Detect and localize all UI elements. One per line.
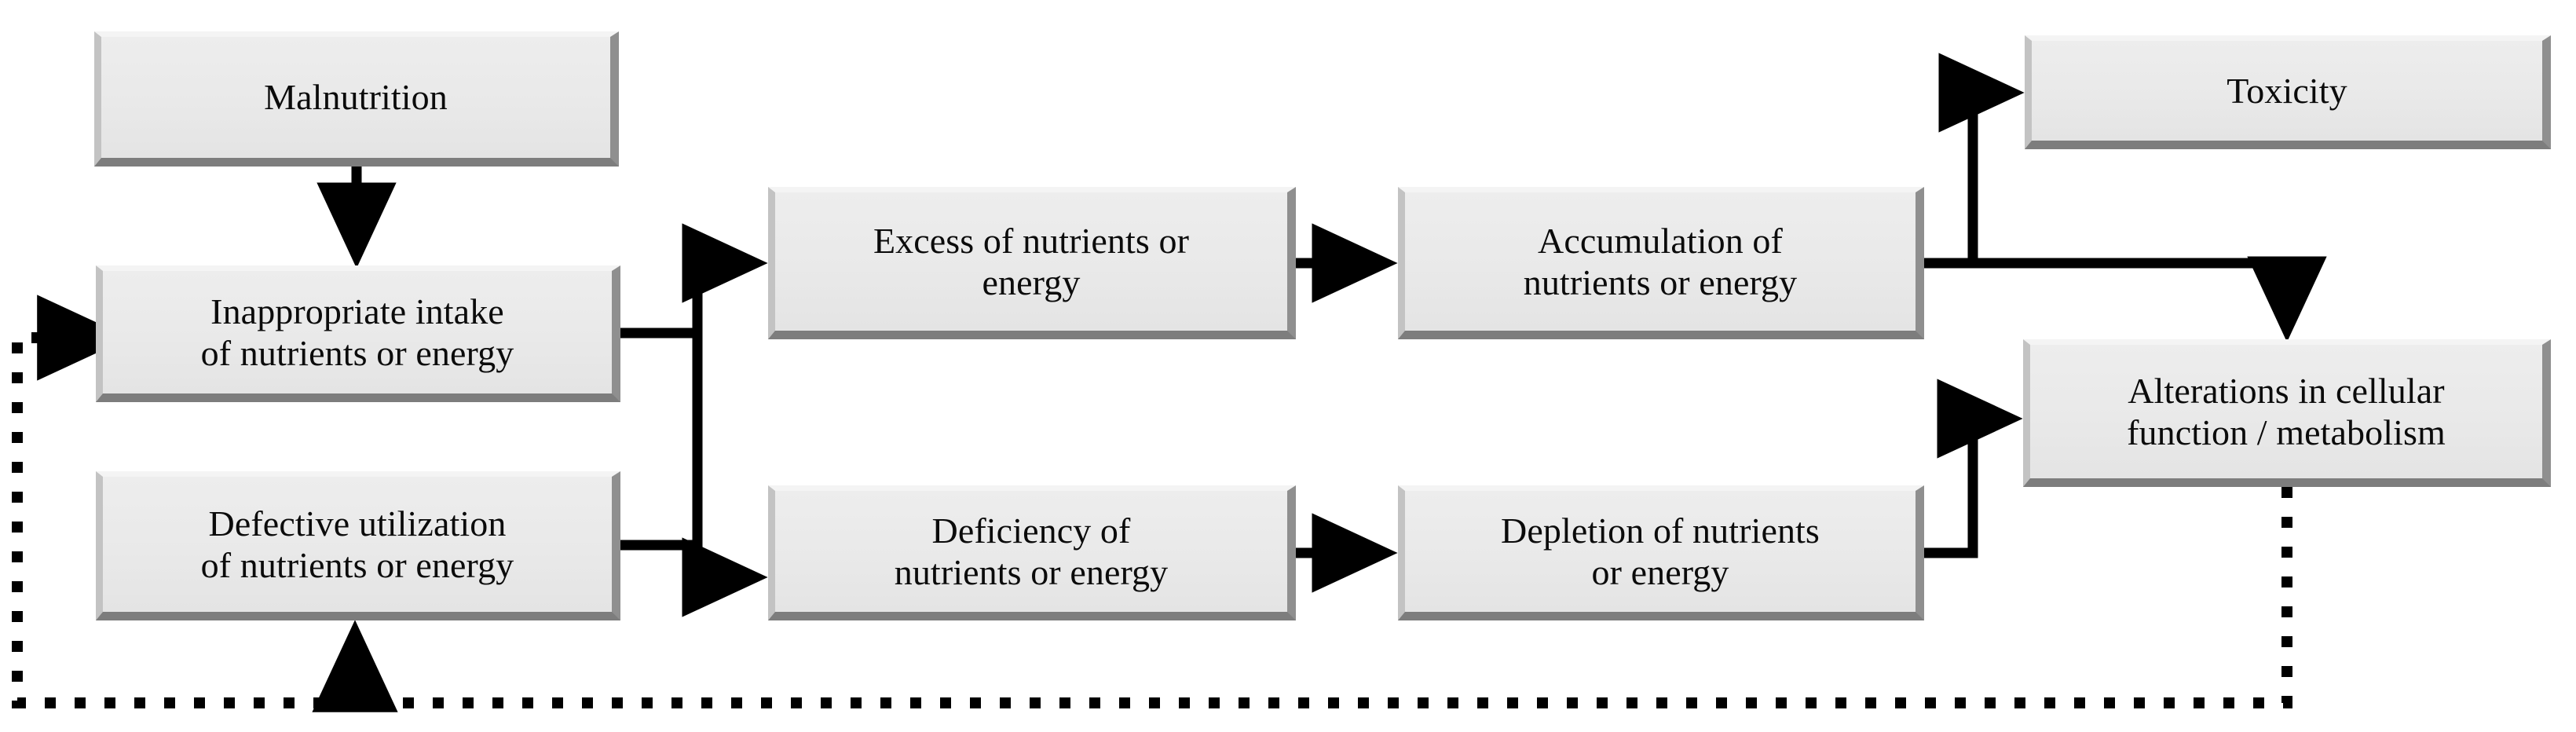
node-inappropriate-intake[interactable]: Inappropriate intake of nutrients or ene… [96, 265, 620, 402]
edge-accumulation-to-alterations [1973, 256, 2327, 342]
node-depletion-of-nutrients[interactable]: Depletion of nutrients or energy [1398, 485, 1924, 620]
node-accumulation-of-nutrients[interactable]: Accumulation of nutrients or energy [1398, 187, 1924, 339]
node-label-alterations-in-cellular-function: Alterations in cellular function / metab… [2127, 370, 2446, 452]
node-label-excess-of-nutrients: Excess of nutrients or energy [873, 220, 1190, 302]
node-label-defective-utilization: Defective utilization of nutrients or en… [200, 503, 514, 585]
node-malnutrition[interactable]: Malnutrition [94, 31, 619, 167]
node-label-depletion-of-nutrients: Depletion of nutrients or energy [1501, 510, 1820, 592]
node-alterations-in-cellular-function[interactable]: Alterations in cellular function / metab… [2023, 339, 2551, 487]
node-label-toxicity: Toxicity [2227, 70, 2347, 111]
node-label-accumulation-of-nutrients: Accumulation of nutrients or energy [1523, 220, 1798, 302]
node-label-malnutrition: Malnutrition [264, 77, 448, 118]
edge-accumulation-to-toxicity [1938, 53, 2025, 263]
edge-depletion-to-alterations [1924, 379, 2023, 558]
node-deficiency-of-nutrients[interactable]: Deficiency of nutrients or energy [768, 485, 1296, 620]
node-excess-of-nutrients[interactable]: Excess of nutrients or energy [768, 187, 1296, 339]
node-label-inappropriate-intake: Inappropriate intake of nutrients or ene… [200, 291, 514, 373]
node-label-deficiency-of-nutrients: Deficiency of nutrients or energy [894, 510, 1169, 592]
node-toxicity[interactable]: Toxicity [2025, 35, 2551, 149]
node-defective-utilization[interactable]: Defective utilization of nutrients or en… [96, 471, 620, 620]
